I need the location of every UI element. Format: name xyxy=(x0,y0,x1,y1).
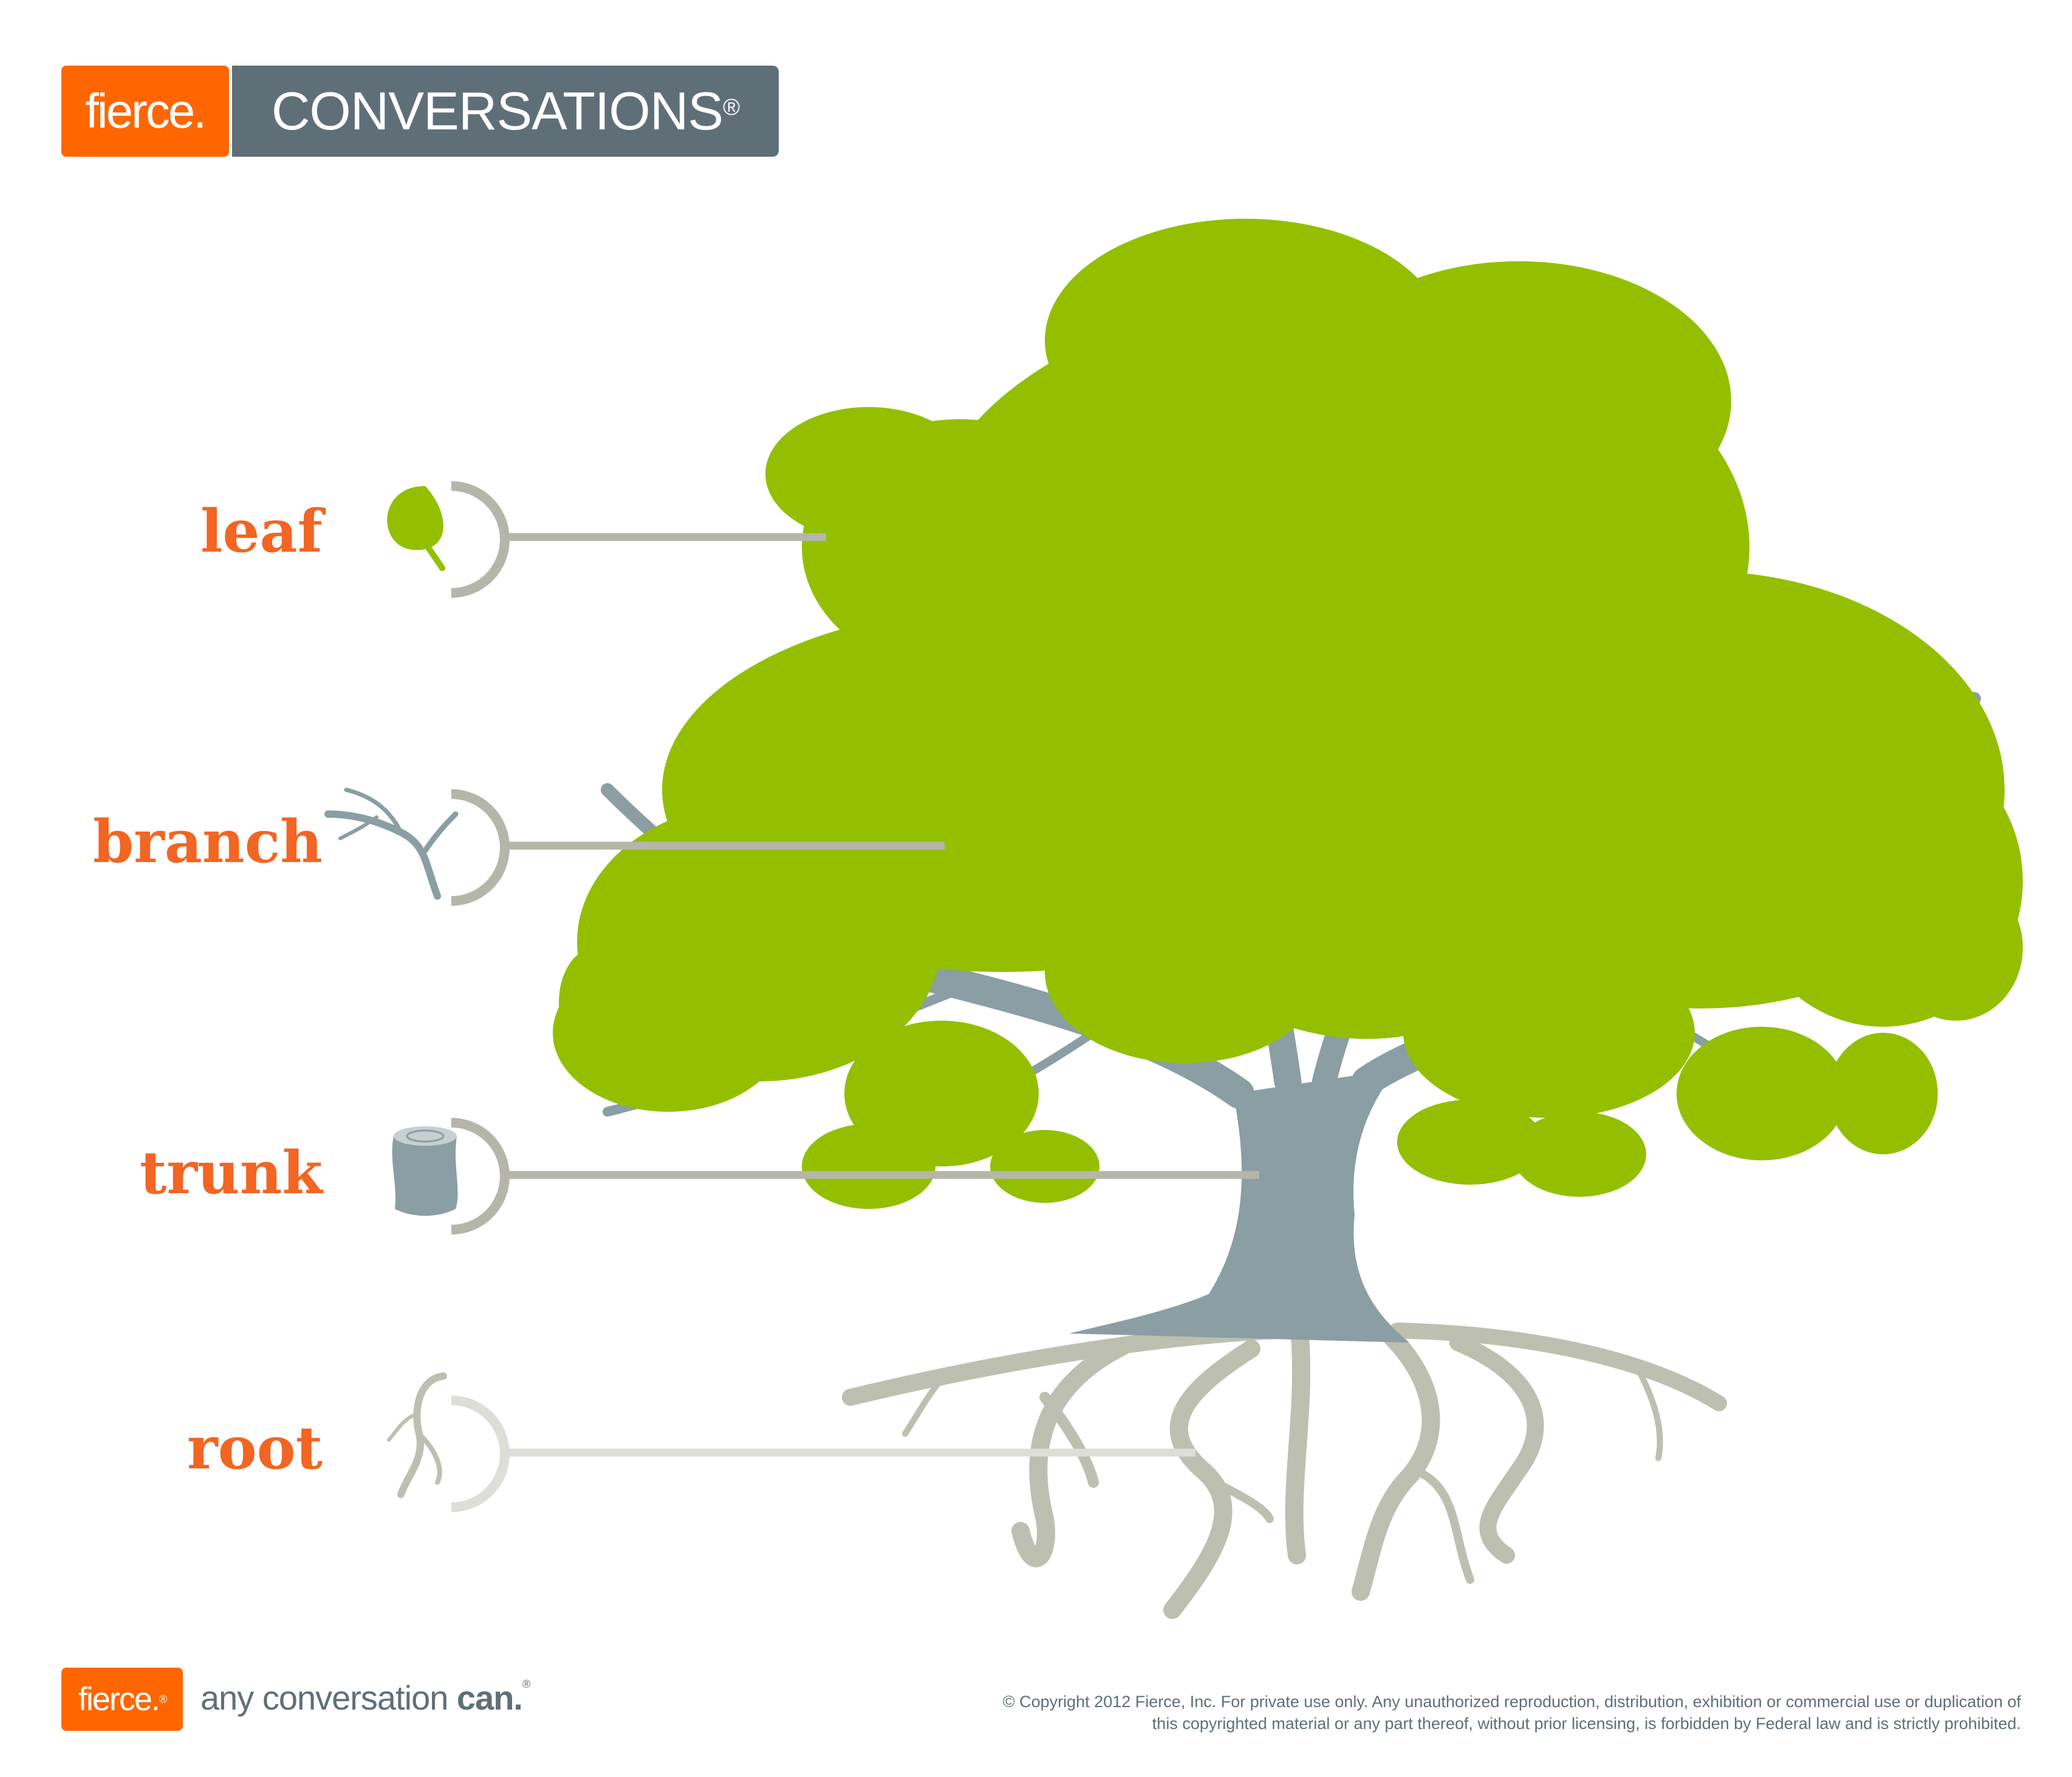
branch-icon xyxy=(324,787,459,900)
root-icon xyxy=(387,1372,447,1498)
copyright-line-1: © Copyright 2012 Fierce, Inc. For privat… xyxy=(1002,1693,2021,1711)
copyright-line-2: this copyrighted material or any part th… xyxy=(1152,1714,2021,1733)
label-trunk: trunk xyxy=(139,1138,323,1207)
brand-text: fierce. xyxy=(85,84,207,138)
branch-arc xyxy=(451,789,510,906)
conversations-badge: CONVERSATIONS® xyxy=(232,66,779,157)
trunk-stump-icon xyxy=(392,1126,458,1216)
connectors xyxy=(451,481,1259,1512)
roots xyxy=(842,1322,1727,1619)
footer-fierce-logo: fierce.® xyxy=(61,1668,183,1731)
registered-mark: ® xyxy=(723,94,740,120)
tagline: any conversation can.® xyxy=(200,1678,530,1717)
copyright-notice: © Copyright 2012 Fierce, Inc. For privat… xyxy=(1003,1691,2021,1734)
label-root: root xyxy=(187,1414,323,1482)
root-arc xyxy=(451,1395,510,1512)
tagline-main: any conversation xyxy=(200,1679,457,1717)
leaf-arc xyxy=(451,481,510,598)
tagline-bold: can. xyxy=(456,1679,523,1717)
leaf-icon xyxy=(387,486,445,571)
footer-brand-text: fierce. xyxy=(78,1681,160,1717)
trunk-arc xyxy=(451,1118,510,1234)
label-branch: branch xyxy=(93,807,323,876)
tagline-registered-mark: ® xyxy=(522,1678,530,1690)
footer-registered-mark: ® xyxy=(159,1693,167,1705)
label-leaf: leaf xyxy=(200,497,323,566)
fierce-logo-badge: fierce. xyxy=(61,66,229,157)
canopy xyxy=(553,219,2023,1209)
product-text: CONVERSATIONS xyxy=(271,81,723,141)
